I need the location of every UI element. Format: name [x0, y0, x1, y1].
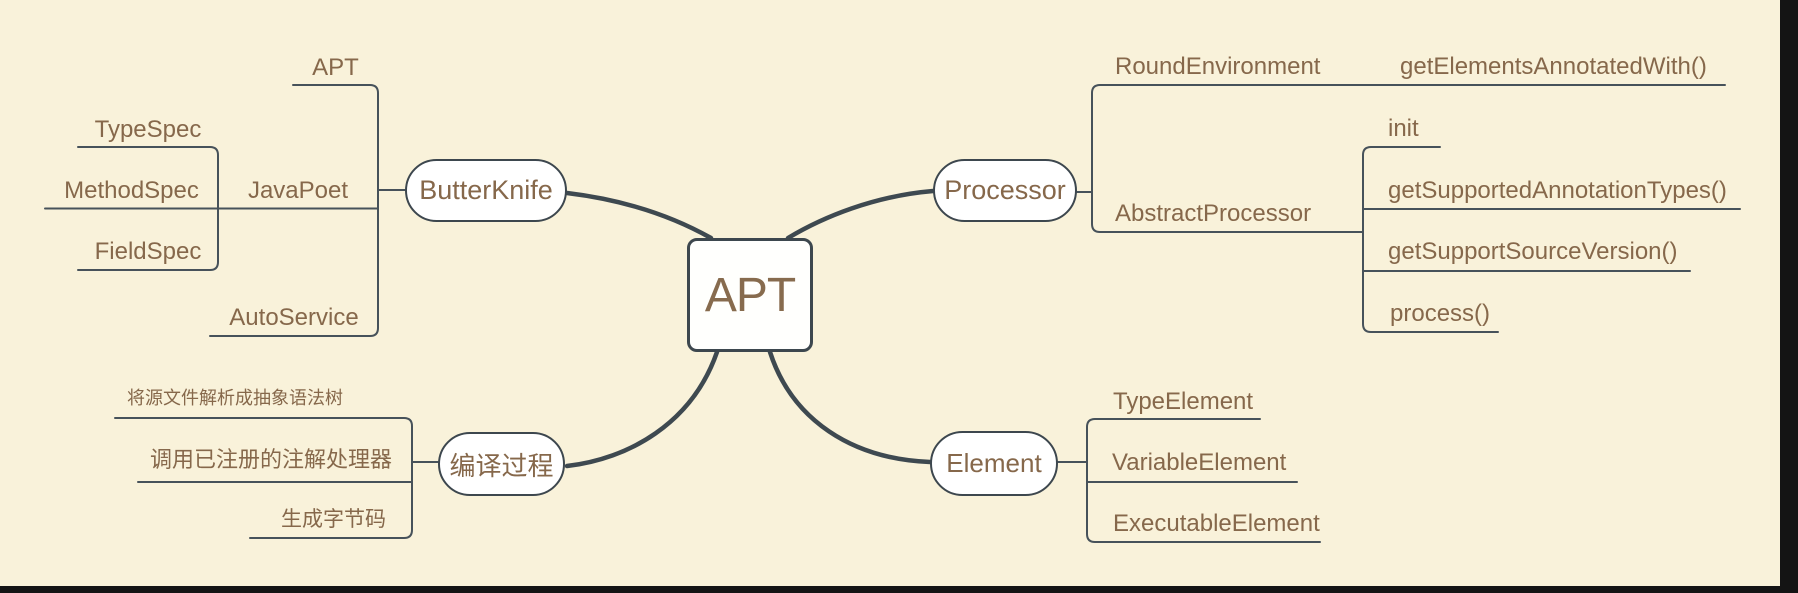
subtopic-apt[interactable]: APT — [312, 54, 359, 81]
root-topic-apt[interactable]: APT — [687, 238, 813, 352]
subtopic-call-registered-processors[interactable]: 调用已注册的注解处理器 — [150, 447, 393, 472]
subtopic-typespec[interactable]: TypeSpec — [94, 116, 202, 143]
subtopic-abstractprocessor[interactable]: AbstractProcessor — [1115, 200, 1312, 227]
screen-edge-right — [1780, 0, 1798, 593]
screen-edge-bottom — [0, 586, 1798, 593]
line-butterknife-children-spine — [209, 84, 379, 337]
topic-butterknife[interactable]: ButterKnife — [405, 159, 567, 222]
subtopic-roundenvironment[interactable]: RoundEnvironment — [1115, 53, 1321, 80]
subtopic-variableelement[interactable]: VariableElement — [1112, 449, 1287, 476]
subtopic-getelementsannotatedwith[interactable]: getElementsAnnotatedWith() — [1400, 53, 1707, 80]
topic-processor[interactable]: Processor — [933, 159, 1077, 222]
subtopic-executableelement[interactable]: ExecutableElement — [1113, 510, 1320, 537]
subtopic-autoservice[interactable]: AutoService — [229, 304, 359, 331]
subtopic-parse-source-to-ast[interactable]: 将源文件解析成抽象语法树 — [127, 388, 343, 408]
line-processor-children-spine — [1091, 84, 1726, 233]
subtopic-methodspec[interactable]: MethodSpec — [64, 177, 199, 204]
branch-curve-element — [767, 349, 933, 465]
line-element-children-spine — [1086, 418, 1321, 543]
line-compile-children-spine — [114, 417, 413, 539]
branch-curve-compile — [564, 349, 720, 469]
branch-curve-processor — [785, 188, 936, 241]
subtopic-getsupportedannotationtypes[interactable]: getSupportedAnnotationTypes() — [1388, 177, 1727, 204]
subtopic-generate-bytecode[interactable]: 生成字节码 — [281, 508, 386, 531]
line-abstractprocessor-children-spine — [1362, 146, 1499, 333]
subtopic-getsupportsourceversion[interactable]: getSupportSourceVersion() — [1388, 238, 1678, 265]
subtopic-typeelement[interactable]: TypeElement — [1113, 388, 1254, 415]
subtopic-javapoet[interactable]: JavaPoet — [247, 177, 349, 204]
topic-compile-process[interactable]: 编译过程 — [438, 432, 565, 496]
subtopic-fieldspec[interactable]: FieldSpec — [94, 238, 202, 265]
topic-element[interactable]: Element — [930, 431, 1058, 496]
subtopic-process[interactable]: process() — [1390, 300, 1491, 327]
line-javapoet-children-spine — [77, 146, 219, 271]
subtopic-init[interactable]: init — [1388, 115, 1419, 142]
branch-curve-butterknife — [564, 190, 714, 241]
